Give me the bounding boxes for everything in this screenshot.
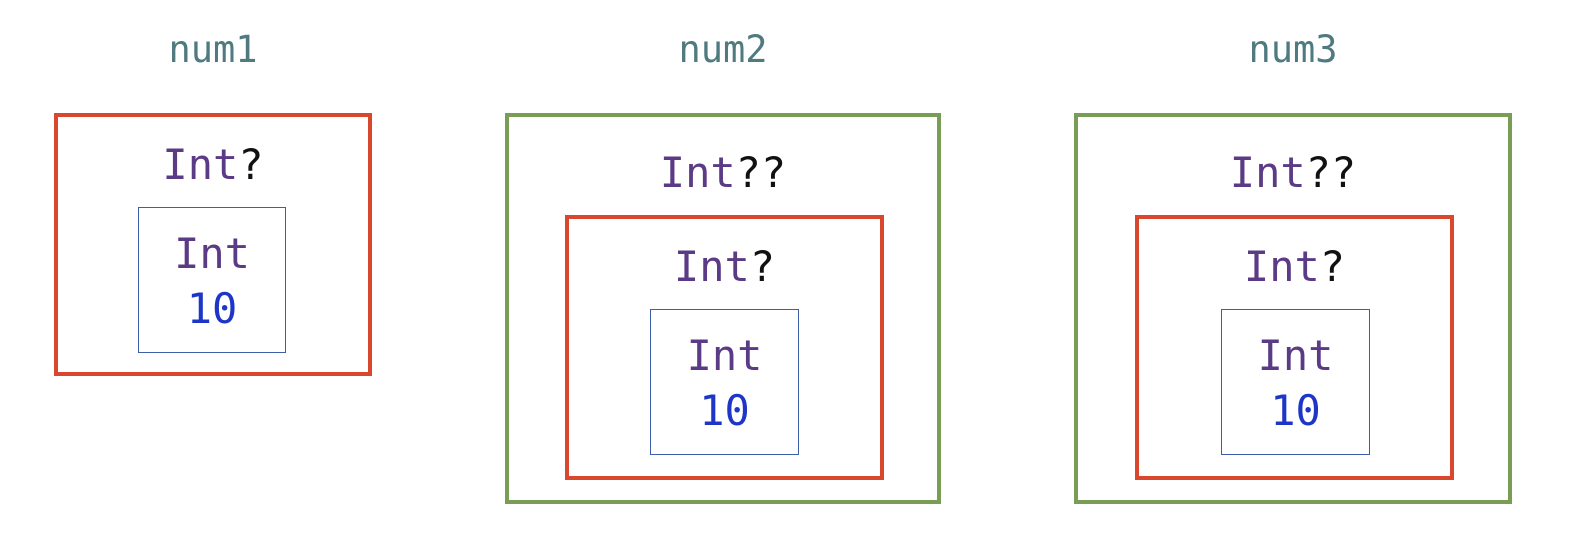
variable-label-num1: num1 [168, 28, 258, 71]
int-value: 10 [186, 284, 238, 333]
int-value: 10 [1270, 386, 1321, 435]
double-optional-type-label: Int?? [1229, 148, 1357, 197]
int-type-label: Int [174, 229, 250, 278]
int-type-label: Int [686, 331, 763, 380]
int-type-label: Int [1257, 331, 1334, 380]
double-optional-int-box-num2: Int?? Int? Int 10 [505, 113, 941, 504]
optional-type-label: Int? [162, 140, 264, 189]
int-value: 10 [699, 386, 750, 435]
optional-type-label: Int? [1243, 242, 1346, 291]
optional-int-box-num1: Int? Int 10 [54, 113, 372, 376]
double-optional-type-label: Int?? [659, 148, 787, 197]
optional-type-label: Int? [673, 242, 776, 291]
int-value-box-num3: Int 10 [1221, 309, 1370, 455]
optional-int-box-num3: Int? Int 10 [1135, 215, 1454, 480]
variable-label-num2: num2 [678, 28, 768, 71]
variable-label-num3: num3 [1248, 28, 1338, 71]
optional-int-box-num2: Int? Int 10 [565, 215, 884, 480]
double-optional-int-box-num3: Int?? Int? Int 10 [1074, 113, 1512, 504]
int-value-box-num1: Int 10 [138, 207, 286, 353]
int-value-box-num2: Int 10 [650, 309, 799, 455]
